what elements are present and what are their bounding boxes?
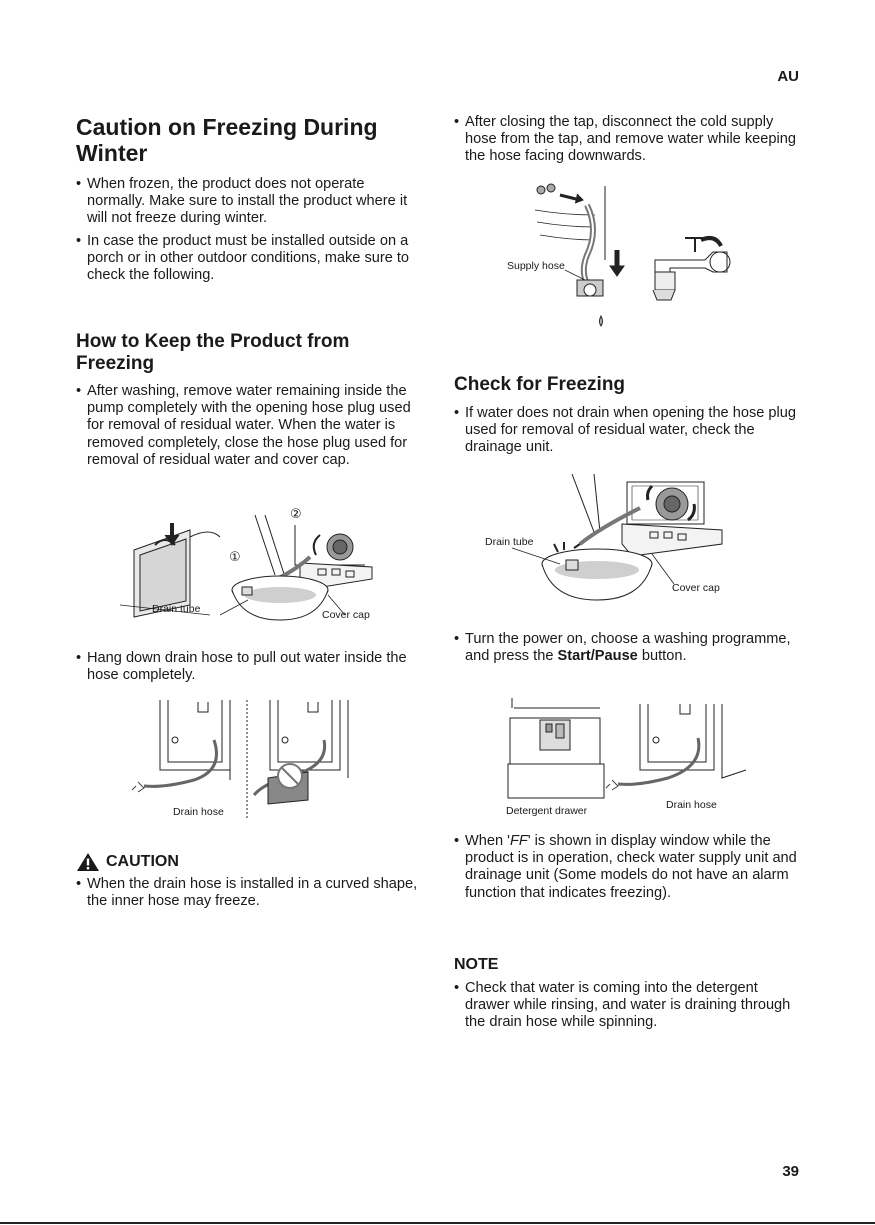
- list-item: After closing the tap, disconnect the co…: [454, 114, 804, 166]
- list-item: When frozen, the product does not operat…: [76, 176, 421, 228]
- drain-hose-label: Drain hose: [666, 799, 717, 811]
- ff-section: When 'FF' is shown in display window whi…: [454, 833, 804, 907]
- list-item: When 'FF' is shown in display window whi…: [454, 833, 804, 902]
- supply-hose-drawing: [505, 180, 735, 335]
- note-title: NOTE: [454, 956, 499, 973]
- caution-title: CAUTION: [106, 853, 179, 870]
- freezing-bullets: When frozen, the product does not operat…: [76, 176, 421, 284]
- note-section: NOTE Check that water is coming into the…: [454, 956, 804, 1037]
- list-item: After washing, remove water remaining in…: [76, 383, 421, 469]
- tap-section: After closing the tap, disconnect the co…: [454, 114, 804, 171]
- list-item: Turn the power on, choose a washing prog…: [454, 631, 804, 665]
- page-number: 39: [782, 1163, 799, 1180]
- power-bullets: Turn the power on, choose a washing prog…: [454, 631, 804, 665]
- drain-hose-label: Drain hose: [173, 806, 224, 818]
- step-2-marker: ②: [290, 506, 302, 521]
- power-section: Turn the power on, choose a washing prog…: [454, 631, 804, 670]
- drainage-unit-illustration: Drain tube Cover cap: [482, 472, 742, 607]
- tap-bullets: After closing the tap, disconnect the co…: [454, 114, 804, 166]
- hang-bullets: Hang down drain hose to pull out water i…: [76, 650, 421, 684]
- pump-drain-drawing: [110, 505, 390, 630]
- caution-section: CAUTION When the drain hose is installed…: [76, 852, 421, 915]
- list-item: Check that water is coming into the dete…: [454, 980, 804, 1032]
- drain-tube-label: Drain tube: [152, 603, 201, 615]
- check-title: Check for Freezing: [454, 374, 626, 395]
- note-bullets: Check that water is coming into the dete…: [454, 980, 804, 1032]
- drain-tube-label: Drain tube: [485, 536, 534, 548]
- bottom-rule: [0, 1222, 875, 1224]
- list-item: In case the product must be installed ou…: [76, 233, 421, 285]
- step-1-marker: ①: [229, 549, 241, 564]
- check-section: Check for Freezing If water does not dra…: [454, 374, 804, 462]
- drawer-hose-drawing: [500, 698, 760, 823]
- supply-hose-illustration: Supply hose: [505, 180, 735, 335]
- drainage-unit-drawing: [482, 472, 742, 607]
- hang-section: Hang down drain hose to pull out water i…: [76, 650, 421, 689]
- ff-error-code: FF: [509, 833, 528, 849]
- caution-bullets: When the drain hose is installed in a cu…: [76, 876, 421, 910]
- detergent-drawer-label: Detergent drawer: [506, 805, 588, 817]
- drawer-hose-illustration: Detergent drawer Drain hose: [500, 698, 760, 823]
- drain-hose-illustration: Drain hose: [130, 700, 370, 820]
- keep-bullets: After washing, remove water remaining in…: [76, 383, 421, 469]
- supply-hose-label: Supply hose: [507, 260, 565, 272]
- region-code: AU: [777, 68, 799, 85]
- caution-heading: CAUTION: [76, 852, 421, 872]
- cover-cap-label: Cover cap: [672, 582, 720, 594]
- pump-drain-illustration: ① ② Drain tube Cover cap: [110, 505, 390, 630]
- drain-hose-drawing: [130, 700, 370, 820]
- check-bullets: If water does not drain when opening the…: [454, 405, 804, 457]
- ff-bullets: When 'FF' is shown in display window whi…: [454, 833, 804, 902]
- start-pause-label: Start/Pause: [557, 648, 638, 665]
- list-item: When the drain hose is installed in a cu…: [76, 876, 421, 910]
- list-item: Hang down drain hose to pull out water i…: [76, 650, 421, 684]
- warning-triangle-icon: [77, 853, 99, 871]
- list-item: If water does not drain when opening the…: [454, 405, 804, 457]
- cover-cap-label: Cover cap: [322, 609, 370, 621]
